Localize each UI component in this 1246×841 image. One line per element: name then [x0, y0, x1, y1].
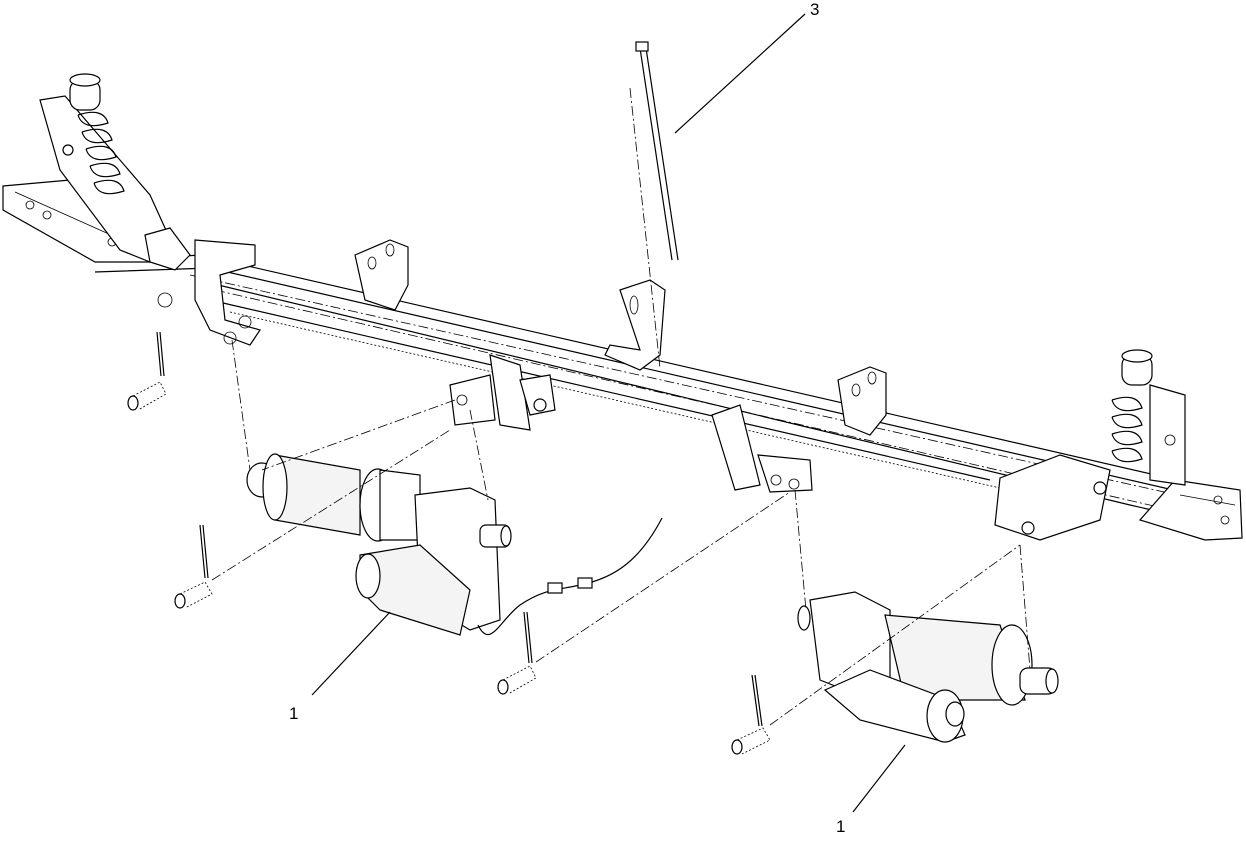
- right-linear-actuator: [797, 591, 1059, 743]
- left-linear-actuator: [246, 453, 663, 636]
- cable-tie-part: [629, 41, 679, 369]
- right-spring-assembly: [994, 349, 1186, 541]
- callout-3: 3: [674, 0, 819, 134]
- left-spring-assembly: [39, 73, 191, 271]
- callout-label: 1: [836, 817, 845, 836]
- callout-label: 3: [810, 0, 819, 19]
- explosion-lines: [211, 339, 1031, 726]
- callout-label: 1: [289, 704, 298, 723]
- pins-and-clips: [127, 331, 771, 755]
- rail-brackets: [157, 239, 887, 493]
- callout-1-right: 1: [836, 744, 906, 836]
- callout-1-left: 1: [289, 611, 391, 723]
- leader-line: [674, 13, 806, 134]
- leader-line: [852, 744, 906, 813]
- leader-line: [311, 611, 391, 696]
